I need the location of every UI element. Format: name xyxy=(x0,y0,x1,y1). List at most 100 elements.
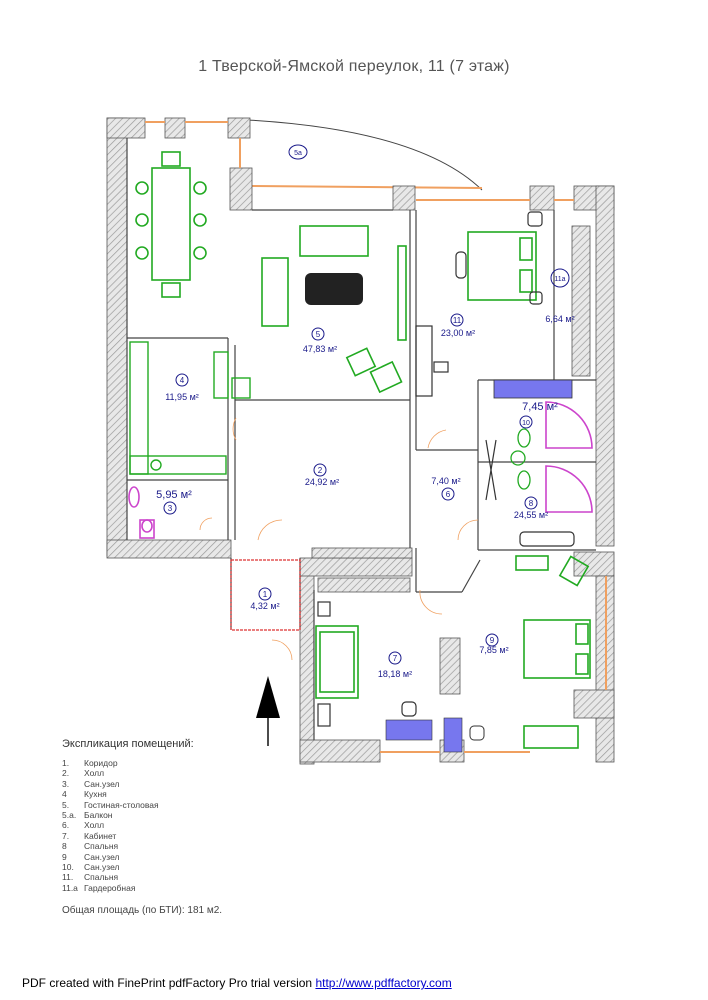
footer-link[interactable]: http://www.pdffactory.com xyxy=(315,976,452,990)
room-label-9: 8 24,55 м² xyxy=(514,496,548,520)
bedroom-11-furniture-icon xyxy=(467,231,537,301)
room-label-8: 9 7,85 м² xyxy=(479,633,509,655)
svg-text:23,00 м²: 23,00 м² xyxy=(441,328,475,338)
svg-text:24,92 м²: 24,92 м² xyxy=(305,477,339,487)
legend-item: 6. Холл xyxy=(62,820,194,830)
exterior-walls xyxy=(106,117,615,765)
balcony-outline xyxy=(247,119,483,191)
svg-text:11,95 м²: 11,95 м² xyxy=(165,392,199,402)
pdf-footer: PDF created with FinePrint pdfFactory Pr… xyxy=(22,976,452,990)
legend-item-number: 11.а xyxy=(62,882,78,893)
legend-item-name: Гардеробная xyxy=(84,882,136,893)
interior-walls xyxy=(126,138,596,740)
balcony-window xyxy=(249,185,483,189)
svg-text:4,32 м²: 4,32 м² xyxy=(250,601,279,611)
legend-heading: Экспликация помещений: xyxy=(62,738,194,750)
legend-item-name: Холл xyxy=(84,768,105,779)
svg-text:5а: 5а xyxy=(294,150,302,157)
svg-text:7,45 м²: 7,45 м² xyxy=(522,401,558,413)
office-chairs-icon xyxy=(317,601,417,727)
legend-item: 5.а. Балкон xyxy=(62,810,194,820)
room-label-7: 7 18,18 м² xyxy=(378,651,412,679)
bedroom-8-furniture-icon xyxy=(515,555,591,749)
legend-item-number: 4 xyxy=(62,789,67,800)
room-label-10: 7,45 м² 10 xyxy=(519,401,558,429)
svg-text:18,18 м²: 18,18 м² xyxy=(378,669,412,679)
legend-item-name: Кабинет xyxy=(84,830,117,841)
legend-item-number: 10. xyxy=(62,862,74,873)
legend-item: 2. Холл xyxy=(62,768,194,778)
legend-item-name: Коридор xyxy=(84,758,118,768)
legend-item-number: 6. xyxy=(62,820,70,831)
legend-item-name: Холл xyxy=(84,820,105,831)
office-furniture-icon xyxy=(315,625,359,699)
legend-item: 7. Кабинет xyxy=(62,831,194,841)
page-title: 1 Тверской-Ямской переулок, 11 (7 этаж) xyxy=(198,58,510,75)
room-labels: 5а 5 47,83 м² 4 11,95 м² 2 24,92 м² 5,95… xyxy=(156,144,575,679)
svg-text:5: 5 xyxy=(316,330,321,339)
legend-item-name: Сан.узел xyxy=(84,851,120,862)
legend-item: 1. Коридор xyxy=(62,758,194,768)
svg-text:2: 2 xyxy=(318,466,323,475)
room-label-1: 1 4,32 м² xyxy=(250,587,280,611)
legend-item-number: 11. xyxy=(62,872,74,883)
room-label-5: 5 47,83 м² xyxy=(303,327,337,354)
bathroom-9-fixtures-icon xyxy=(485,439,575,547)
windows xyxy=(145,121,607,753)
legend-item-number: 5. xyxy=(62,799,70,810)
svg-text:8: 8 xyxy=(529,499,534,508)
svg-text:24,55 м²: 24,55 м² xyxy=(514,510,548,520)
legend-item-name: Сан.узел xyxy=(84,862,120,873)
dining-set-icon xyxy=(135,151,207,298)
legend-item-number: 3. xyxy=(62,778,70,789)
office-desk-icon xyxy=(385,719,433,741)
north-arrow-icon xyxy=(256,676,280,746)
svg-text:11а: 11а xyxy=(554,276,565,283)
legend-item: 3. Сан.узел xyxy=(62,779,194,789)
legend-item: 5.Гостиная-столовая xyxy=(62,800,194,810)
bedroom-8-chair-icon xyxy=(469,725,485,741)
legend-item-number: 1. xyxy=(62,758,70,768)
legend-item: 10. Сан.узел xyxy=(62,862,194,872)
room-label-6: 7,40 м² 6 xyxy=(431,476,461,501)
svg-text:11: 11 xyxy=(453,316,462,325)
total-area: Общая площадь (по БТИ): 181 м2. xyxy=(62,905,223,916)
kitchen-furniture-icon xyxy=(129,341,251,475)
living-room-furniture-icon xyxy=(261,225,407,394)
svg-text:3: 3 xyxy=(168,504,173,513)
room-label-3: 5,95 м² 3 xyxy=(156,489,192,515)
bathroom-3-fixtures-icon xyxy=(128,486,155,539)
legend-item: 11.а Гардеробная xyxy=(62,883,194,893)
room-label-4: 4 11,95 м² xyxy=(165,373,199,402)
bathroom-10-fixtures-icon xyxy=(545,401,593,513)
footer-text: PDF created with FinePrint pdfFactory Pr… xyxy=(22,976,316,990)
room-label-11a: 11а 6,64 м² xyxy=(545,268,575,324)
room-label-5a: 5а xyxy=(288,144,308,160)
legend-item-name: Кухня xyxy=(84,789,107,800)
svg-text:47,83 м²: 47,83 м² xyxy=(303,344,337,354)
toilet-icon xyxy=(510,428,531,490)
svg-text:10: 10 xyxy=(522,420,530,427)
svg-text:9: 9 xyxy=(490,636,495,645)
legend-item-number: 7. xyxy=(62,830,70,841)
svg-text:7: 7 xyxy=(393,654,398,663)
legend-item-name: Спальня xyxy=(84,872,119,883)
legend-item-name: Сан.узел xyxy=(84,778,120,789)
bedroom-8-desk-icon xyxy=(443,717,463,753)
room-label-11: 11 23,00 м² xyxy=(441,313,475,338)
svg-text:6,64 м²: 6,64 м² xyxy=(545,314,574,324)
door-swings xyxy=(199,417,479,661)
bathroom-10-bathtub-icon xyxy=(493,379,573,399)
svg-text:7,85 м²: 7,85 м² xyxy=(479,645,508,655)
svg-text:1: 1 xyxy=(263,590,268,599)
legend-item-name: Балкон xyxy=(84,810,113,821)
svg-text:7,40 м²: 7,40 м² xyxy=(431,476,460,486)
svg-text:4: 4 xyxy=(180,376,185,385)
corridor-outline xyxy=(230,559,301,631)
legend-item-number: 5.а. xyxy=(62,810,77,821)
legend-item-number: 2. xyxy=(62,768,70,779)
